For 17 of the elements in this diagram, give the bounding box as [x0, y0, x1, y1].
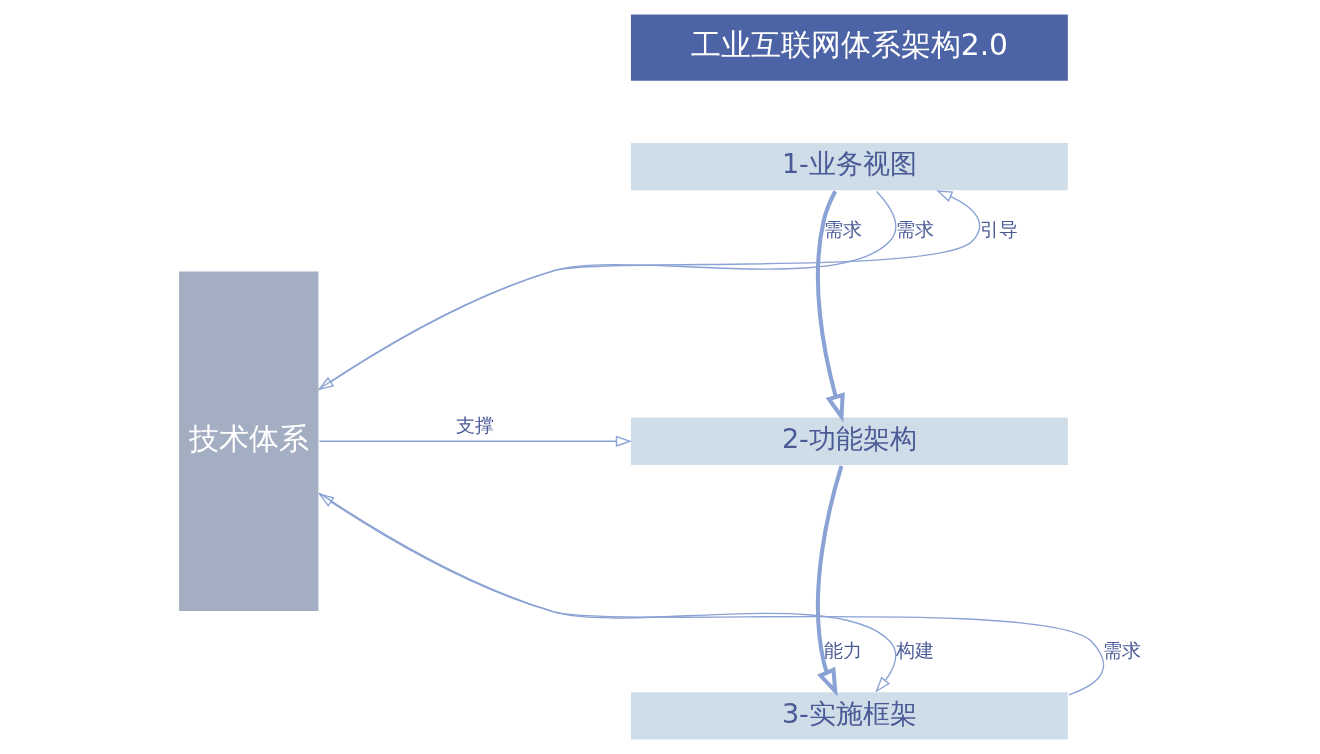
- edge-label: 支撑: [455, 414, 494, 437]
- arrow: [318, 492, 897, 693]
- edge-label: 需求: [824, 217, 863, 240]
- edge-label: 能力: [824, 638, 863, 661]
- node-box: 3-实施框架: [629, 690, 1070, 741]
- arrow: [317, 493, 1105, 696]
- edge-label: 构建: [896, 638, 934, 661]
- node-box: 技术体系: [177, 270, 320, 613]
- edge-label: 引导: [979, 217, 1018, 240]
- node-box: 1-业务视图: [629, 141, 1070, 192]
- arrow: [815, 465, 844, 697]
- arrow: [318, 435, 633, 447]
- edge-label: 需求: [1102, 638, 1141, 661]
- node-box: 工业互联网体系架构2.0: [629, 13, 1070, 83]
- arrow: [815, 190, 845, 423]
- edge-label: 需求: [896, 217, 934, 240]
- node-box: 2-功能架构: [629, 416, 1070, 467]
